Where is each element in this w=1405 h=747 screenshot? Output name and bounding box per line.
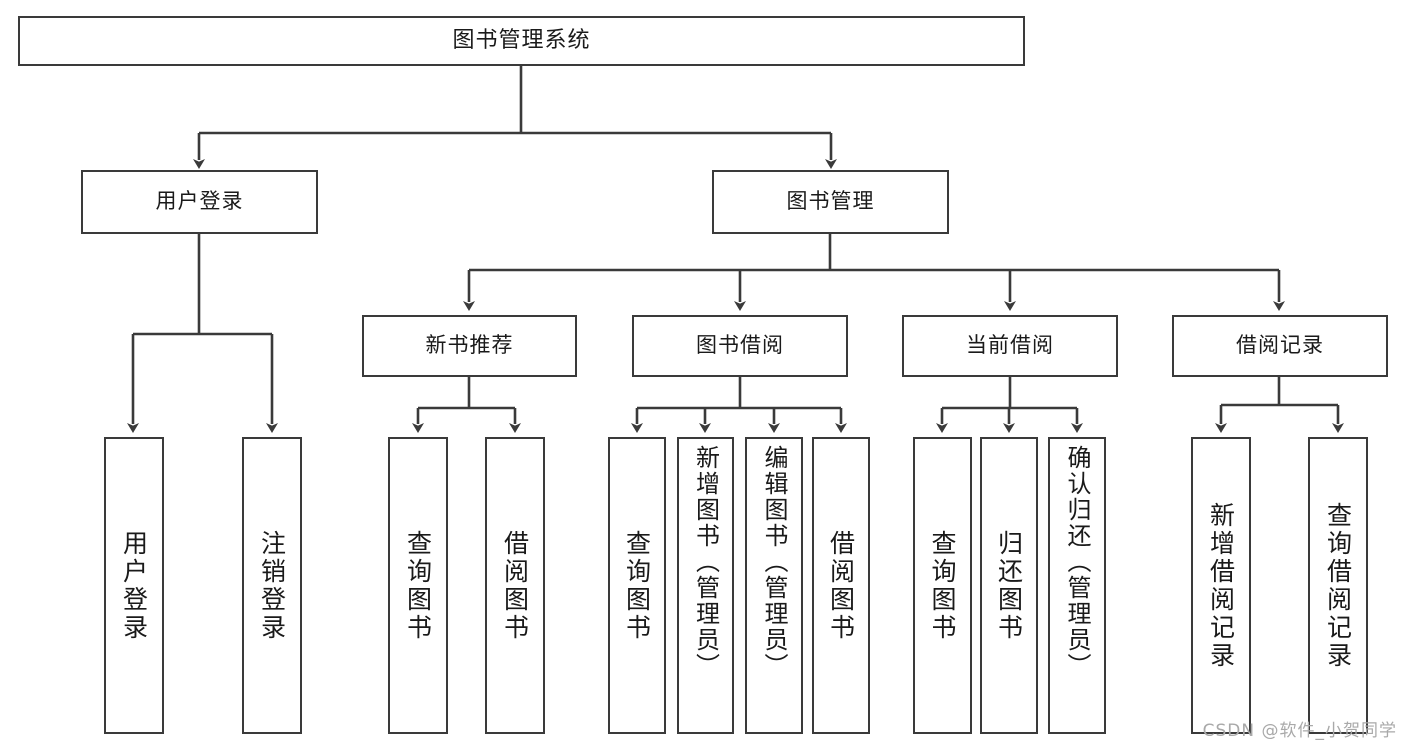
node-label: 查询图书 bbox=[928, 529, 957, 642]
node-label: 图书管理 bbox=[786, 189, 875, 214]
leaf-current-borrow-query-books[interactable]: 查询图书 bbox=[913, 437, 972, 734]
node-label: 新增图书（管理员） bbox=[691, 445, 720, 679]
node-label: 查询借阅记录 bbox=[1323, 501, 1353, 670]
node-label: 新书推荐 bbox=[425, 333, 514, 358]
leaf-current-borrow-return-books[interactable]: 归还图书 bbox=[980, 437, 1038, 734]
node-book-management[interactable]: 图书管理 bbox=[712, 170, 949, 234]
node-borrowing-records[interactable]: 借阅记录 bbox=[1172, 315, 1388, 377]
node-new-book-recommendation[interactable]: 新书推荐 bbox=[362, 315, 577, 377]
node-label: 注销登录 bbox=[257, 529, 287, 642]
leaf-current-borrow-confirm-return-admin[interactable]: 确认归还（管理员） bbox=[1048, 437, 1106, 734]
leaf-book-borrow-edit-book-admin[interactable]: 编辑图书（管理员） bbox=[745, 437, 803, 734]
leaf-book-borrow-query-books[interactable]: 查询图书 bbox=[608, 437, 666, 734]
node-label: 借阅图书 bbox=[826, 529, 856, 642]
node-label: 图书管理系统 bbox=[452, 27, 591, 53]
leaf-records-query-borrow-record[interactable]: 查询借阅记录 bbox=[1308, 437, 1368, 734]
leaf-new-book-borrow-books[interactable]: 借阅图书 bbox=[485, 437, 545, 734]
node-user-login[interactable]: 用户登录 bbox=[81, 170, 318, 234]
leaf-book-borrow-add-book-admin[interactable]: 新增图书（管理员） bbox=[677, 437, 734, 734]
csdn-watermark: CSDN @软件_小贺同学 bbox=[1202, 721, 1397, 741]
node-label: 编辑图书（管理员） bbox=[760, 445, 788, 679]
node-book-borrowing[interactable]: 图书借阅 bbox=[632, 315, 848, 377]
node-root-book-management-system[interactable]: 图书管理系统 bbox=[18, 16, 1025, 66]
node-label: 用户登录 bbox=[119, 529, 149, 642]
node-label: 当前借阅 bbox=[966, 333, 1054, 358]
node-label: 新增借阅记录 bbox=[1206, 501, 1236, 670]
leaf-new-book-query-books[interactable]: 查询图书 bbox=[388, 437, 448, 734]
leaf-book-borrow-borrow-books[interactable]: 借阅图书 bbox=[812, 437, 870, 734]
leaf-user-login-login[interactable]: 用户登录 bbox=[104, 437, 164, 734]
node-label: 查询图书 bbox=[622, 529, 652, 642]
node-label: 借阅图书 bbox=[500, 529, 530, 642]
node-label: 用户登录 bbox=[155, 189, 244, 214]
leaf-records-add-borrow-record[interactable]: 新增借阅记录 bbox=[1191, 437, 1251, 734]
node-current-borrowing[interactable]: 当前借阅 bbox=[902, 315, 1118, 377]
leaf-user-login-logout[interactable]: 注销登录 bbox=[242, 437, 302, 734]
node-label: 借阅记录 bbox=[1236, 333, 1324, 358]
node-label: 查询图书 bbox=[403, 529, 433, 642]
node-label: 归还图书 bbox=[994, 529, 1024, 642]
node-label: 确认归还（管理员） bbox=[1063, 445, 1091, 679]
node-label: 图书借阅 bbox=[696, 333, 784, 358]
